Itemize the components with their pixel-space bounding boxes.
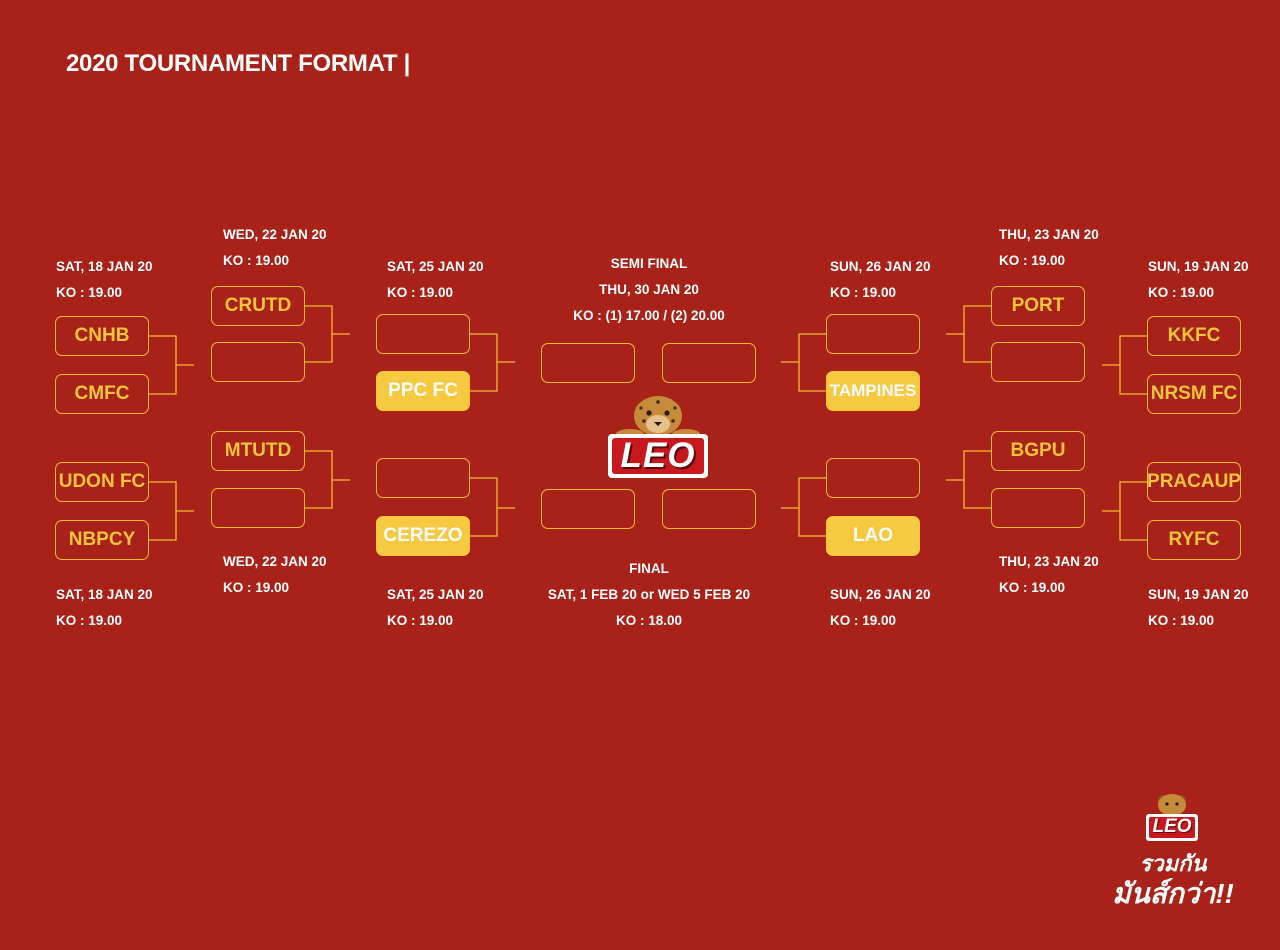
match-date: THU, 23 JAN 20 — [999, 554, 1099, 569]
kickoff-time: KO : 19.00 — [1148, 613, 1215, 628]
connector — [470, 477, 515, 537]
match-date: SAT, 1 FEB 20 or WED 5 FEB 20 — [547, 587, 751, 602]
kickoff-time: KO : 19.00 — [830, 285, 897, 300]
leo-corner-logo-text: LEO — [1152, 816, 1192, 837]
kickoff-time: KO : 19.00 — [56, 285, 123, 300]
team-slot-ryfc[interactable]: RYFC — [1147, 520, 1241, 560]
connector — [305, 450, 350, 509]
leo-logo: LEO — [606, 388, 710, 487]
match-date: SUN, 19 JAN 20 — [1148, 587, 1249, 602]
round2-left-top-info: WED, 22 JAN 20 KO : 19.00 — [223, 222, 327, 274]
kickoff-time: KO : 19.00 — [223, 253, 290, 268]
semi-final-label: SEMI FINAL — [610, 256, 688, 271]
connector — [946, 305, 991, 363]
match-date: SUN, 26 JAN 20 — [830, 587, 931, 602]
team-slot-cnhb[interactable]: CNHB — [55, 316, 149, 356]
slogan-line1: รวมกัน — [1139, 851, 1207, 876]
team-slot-tampines[interactable]: TAMPINES — [826, 371, 920, 411]
leopard-small-icon — [1146, 794, 1198, 841]
leo-logo-text: LEO — [620, 436, 696, 475]
team-slot-mtutd[interactable]: MTUTD — [211, 431, 305, 471]
team-slot-pracaup[interactable]: PRACAUP — [1147, 462, 1241, 502]
team-slot-lao[interactable]: LAO — [826, 516, 920, 556]
round1-right-bottom-info: SUN, 19 JAN 20 KO : 19.00 — [1148, 582, 1249, 634]
page-title: 2020 TOURNAMENT FORMAT | — [66, 50, 410, 77]
round1-left-top-info: SAT, 18 JAN 20 KO : 19.00 — [56, 254, 153, 306]
connector — [149, 335, 194, 395]
kickoff-time: KO : (1) 17.00 / (2) 20.00 — [573, 308, 725, 323]
semi-final-info: SEMI FINAL THU, 30 JAN 20 KO : (1) 17.00… — [529, 251, 769, 329]
quarter-left-top-info: SAT, 25 JAN 20 KO : 19.00 — [387, 254, 484, 306]
kickoff-time: KO : 19.00 — [387, 613, 454, 628]
team-slot-udon-fc[interactable]: UDON FC — [55, 462, 149, 502]
connector — [781, 477, 826, 537]
team-slot-nrsm-fc[interactable]: NRSM FC — [1147, 374, 1241, 414]
kickoff-time: KO : 19.00 — [56, 613, 123, 628]
round2-right-bottom-info: THU, 23 JAN 20 KO : 19.00 — [999, 549, 1099, 601]
match-date: THU, 23 JAN 20 — [999, 227, 1099, 242]
match-date: SAT, 18 JAN 20 — [56, 587, 153, 602]
team-slot-bgpu[interactable]: BGPU — [991, 431, 1085, 471]
team-slot-empty[interactable] — [826, 458, 920, 498]
team-slot-kkfc[interactable]: KKFC — [1147, 316, 1241, 356]
team-slot-cerezo[interactable]: CEREZO — [376, 516, 470, 556]
connector — [470, 333, 515, 392]
match-date: SAT, 25 JAN 20 — [387, 587, 484, 602]
team-slot-empty[interactable] — [991, 342, 1085, 382]
round2-left-bottom-info: WED, 22 JAN 20 KO : 19.00 — [223, 549, 327, 601]
leopard-icon — [608, 396, 708, 478]
quarter-left-bottom-info: SAT, 25 JAN 20 KO : 19.00 — [387, 582, 484, 634]
round1-right-top-info: SUN, 19 JAN 20 KO : 19.00 — [1148, 254, 1249, 306]
leo-corner-logo: LEO — [1100, 790, 1204, 847]
connector — [781, 333, 826, 392]
connector — [149, 481, 194, 541]
team-slot-crutd[interactable]: CRUTD — [211, 286, 305, 326]
round2-right-top-info: THU, 23 JAN 20 KO : 19.00 — [999, 222, 1099, 274]
kickoff-time: KO : 19.00 — [830, 613, 897, 628]
kickoff-time: KO : 19.00 — [1148, 285, 1215, 300]
semi-slot-right-bottom[interactable] — [662, 489, 756, 529]
semi-slot-left-bottom[interactable] — [541, 489, 635, 529]
team-slot-port[interactable]: PORT — [991, 286, 1085, 326]
connector — [305, 305, 350, 363]
connector — [946, 450, 991, 509]
slogan-line2: มันส์กว่า!! — [1112, 878, 1234, 909]
kickoff-time: KO : 19.00 — [223, 580, 290, 595]
match-date: THU, 30 JAN 20 — [599, 282, 699, 297]
match-date: SAT, 18 JAN 20 — [56, 259, 153, 274]
team-slot-ppc-fc[interactable]: PPC FC — [376, 371, 470, 411]
final-info: FINAL SAT, 1 FEB 20 or WED 5 FEB 20 KO :… — [529, 556, 769, 634]
match-date: SUN, 19 JAN 20 — [1148, 259, 1249, 274]
team-slot-empty[interactable] — [991, 488, 1085, 528]
match-date: WED, 22 JAN 20 — [223, 554, 327, 569]
team-slot-cmfc[interactable]: CMFC — [55, 374, 149, 414]
team-slot-empty[interactable] — [211, 342, 305, 382]
round1-left-bottom-info: SAT, 18 JAN 20 KO : 19.00 — [56, 582, 153, 634]
semi-slot-right-top[interactable] — [662, 343, 756, 383]
team-slot-empty[interactable] — [376, 314, 470, 354]
final-label: FINAL — [629, 561, 669, 576]
kickoff-time: KO : 19.00 — [387, 285, 454, 300]
kickoff-time: KO : 18.00 — [615, 613, 683, 628]
semi-slot-left-top[interactable] — [541, 343, 635, 383]
match-date: SAT, 25 JAN 20 — [387, 259, 484, 274]
team-slot-empty[interactable] — [211, 488, 305, 528]
quarter-right-bottom-info: SUN, 26 JAN 20 KO : 19.00 — [830, 582, 931, 634]
match-date: SUN, 26 JAN 20 — [830, 259, 931, 274]
team-slot-nbpcy[interactable]: NBPCY — [55, 520, 149, 560]
connector — [1102, 335, 1147, 395]
team-slot-empty[interactable] — [376, 458, 470, 498]
connector — [1102, 481, 1147, 541]
quarter-right-top-info: SUN, 26 JAN 20 KO : 19.00 — [830, 254, 931, 306]
kickoff-time: KO : 19.00 — [999, 253, 1066, 268]
match-date: WED, 22 JAN 20 — [223, 227, 327, 242]
team-slot-empty[interactable] — [826, 314, 920, 354]
kickoff-time: KO : 19.00 — [999, 580, 1066, 595]
